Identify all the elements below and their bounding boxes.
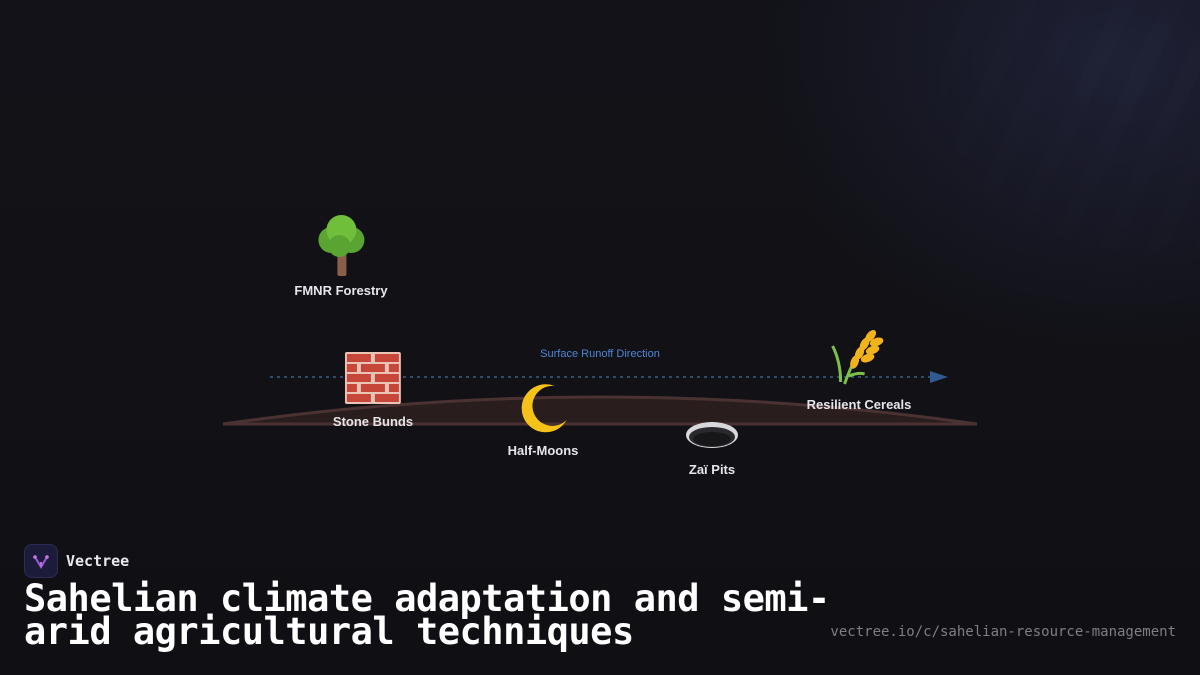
wheat-icon — [807, 326, 912, 390]
half-moons-label: Half-Moons — [507, 443, 579, 458]
brand: Vectree — [24, 544, 129, 578]
source-url[interactable]: vectree.io/c/sahelian-resource-managemen… — [830, 624, 1176, 640]
stone-bunds-label: Stone Bunds — [332, 414, 414, 429]
runoff-arrowhead — [930, 371, 948, 383]
brick-icon — [333, 352, 413, 408]
node-resilient-cereals: Resilient Cereals — [806, 326, 912, 412]
crescent-moon-icon — [508, 380, 579, 440]
fmnr-forestry-label: FMNR Forestry — [294, 283, 388, 298]
pit-icon — [684, 418, 740, 456]
brand-name: Vectree — [66, 552, 130, 570]
resilient-cereals-label: Resilient Cereals — [806, 397, 912, 412]
node-half-moons: Half-Moons — [507, 380, 579, 458]
node-zai-pits: Zaï Pits — [684, 418, 740, 477]
runoff-direction-label: Surface Runoff Direction — [540, 348, 660, 360]
zai-pits-label: Zaï Pits — [688, 462, 736, 477]
node-stone-bunds: Stone Bunds — [333, 352, 413, 429]
node-fmnr-forestry: FMNR Forestry — [294, 212, 388, 298]
tree-icon — [294, 212, 387, 280]
page-title: Sahelian climate adaptation and semi-ari… — [24, 577, 830, 653]
vectree-logo-icon — [24, 544, 58, 578]
ground-mound — [222, 395, 978, 426]
